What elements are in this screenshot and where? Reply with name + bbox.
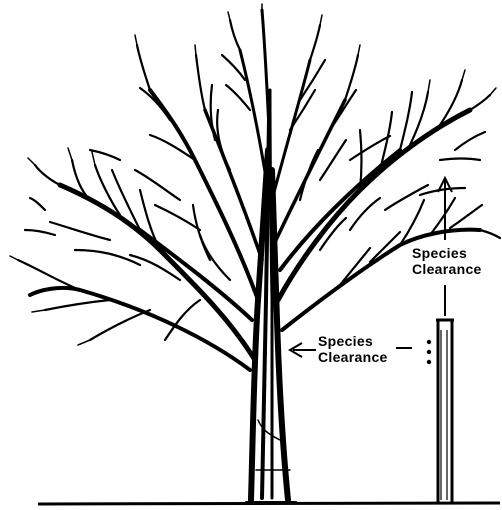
tree-trunk <box>246 90 296 502</box>
tree-fine-twigs <box>10 4 496 345</box>
trunk-clearance-label: Species Clearance <box>318 333 388 365</box>
clearance-pole <box>427 320 454 503</box>
vertical-clearance-label-line2: Clearance <box>412 261 482 277</box>
trunk-clearance-label-line2: Clearance <box>318 349 388 365</box>
trunk-clearance-label-line1: Species <box>318 333 388 349</box>
vertical-clearance-label-line1: Species <box>412 245 482 261</box>
ground-line <box>38 503 500 504</box>
vertical-clearance-label: Species Clearance <box>412 245 482 277</box>
tree-twigs-left <box>18 20 250 340</box>
